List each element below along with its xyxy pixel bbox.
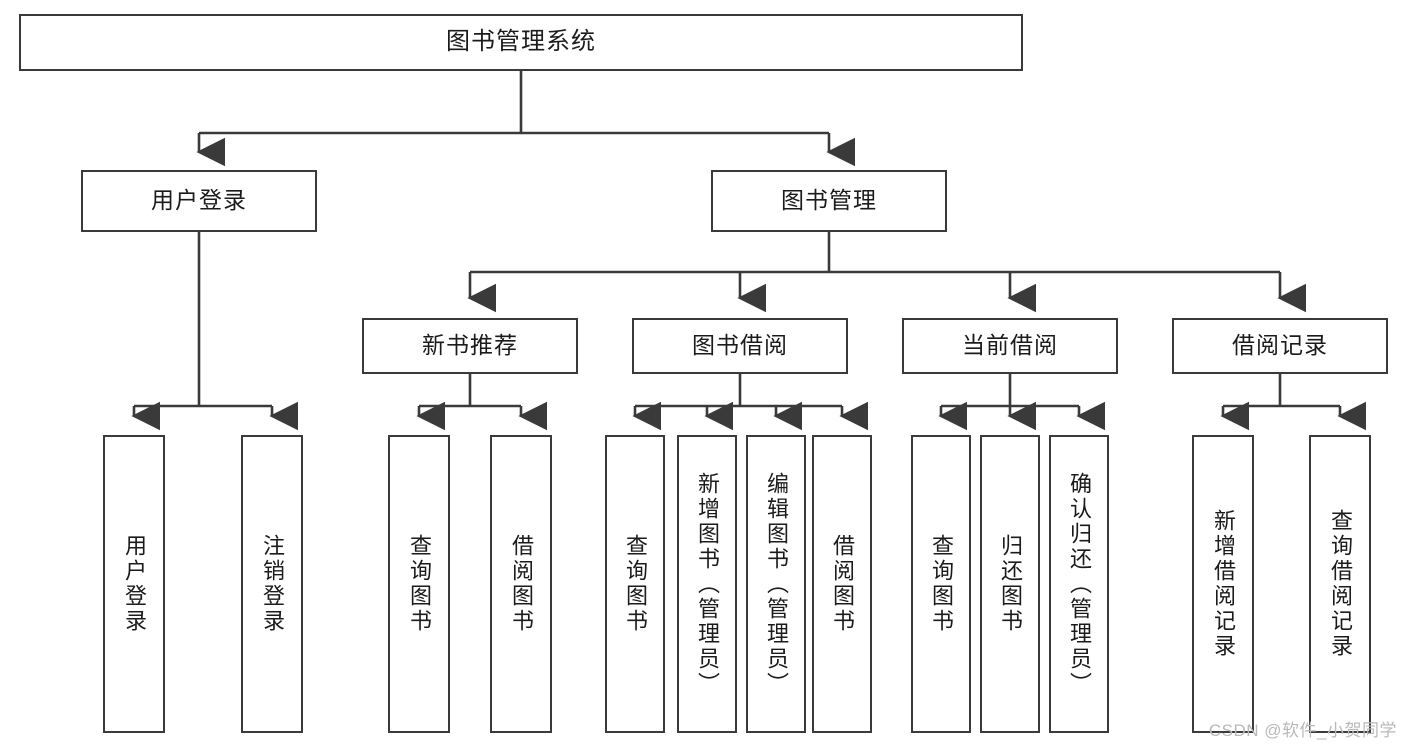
node-label: 借阅图书 [508, 534, 534, 634]
node-new-book-rec[interactable]: 新书推荐 [362, 318, 578, 374]
node-book-manage[interactable]: 图书管理 [711, 170, 947, 232]
node-label: 查询图书 [622, 534, 648, 634]
node-label: 图书管理系统 [446, 28, 596, 56]
node-label: 借阅图书 [829, 534, 855, 634]
leaf-user-login[interactable]: 用户登录 [103, 435, 165, 733]
node-label: 用户登录 [121, 534, 147, 634]
leaf-query-book-new-rec[interactable]: 查询图书 [388, 435, 450, 733]
leaf-confirm-return[interactable]: 确认归还（管理员） [1049, 435, 1109, 733]
node-label: 借阅记录 [1232, 332, 1328, 359]
node-label: 用户登录 [151, 187, 247, 214]
node-label: 确认归还（管理员） [1066, 471, 1092, 697]
node-label: 查询图书 [406, 534, 432, 634]
node-label: 归还图书 [997, 534, 1023, 634]
leaf-query-book-borrow[interactable]: 查询图书 [605, 435, 665, 733]
watermark-text: CSDN @软件_小贺同学 [1208, 721, 1397, 740]
node-label: 图书管理 [781, 187, 877, 214]
node-root-system[interactable]: 图书管理系统 [19, 14, 1023, 71]
node-book-borrow[interactable]: 图书借阅 [632, 318, 848, 374]
node-label: 新增借阅记录 [1210, 509, 1236, 659]
node-label: 图书借阅 [692, 332, 788, 359]
node-label: 新增图书（管理员） [694, 471, 720, 697]
leaf-borrow-book-borrow[interactable]: 借阅图书 [812, 435, 872, 733]
node-label: 注销登录 [259, 534, 285, 634]
node-current-borrow[interactable]: 当前借阅 [902, 318, 1118, 374]
leaf-edit-book[interactable]: 编辑图书（管理员） [746, 435, 806, 733]
leaf-return-book[interactable]: 归还图书 [980, 435, 1040, 733]
leaf-query-borrow-record[interactable]: 查询借阅记录 [1309, 435, 1371, 733]
node-label: 编辑图书（管理员） [763, 471, 789, 697]
leaf-borrow-book-new-rec[interactable]: 借阅图书 [490, 435, 552, 733]
node-user-login[interactable]: 用户登录 [81, 170, 317, 232]
node-borrow-record[interactable]: 借阅记录 [1172, 318, 1388, 374]
node-label: 查询图书 [928, 534, 954, 634]
leaf-add-book[interactable]: 新增图书（管理员） [677, 435, 737, 733]
node-label: 新书推荐 [422, 332, 518, 359]
node-label: 当前借阅 [962, 332, 1058, 359]
leaf-logout-login[interactable]: 注销登录 [241, 435, 303, 733]
leaf-add-borrow-record[interactable]: 新增借阅记录 [1192, 435, 1254, 733]
leaf-query-book-current[interactable]: 查询图书 [911, 435, 971, 733]
node-label: 查询借阅记录 [1327, 509, 1353, 659]
